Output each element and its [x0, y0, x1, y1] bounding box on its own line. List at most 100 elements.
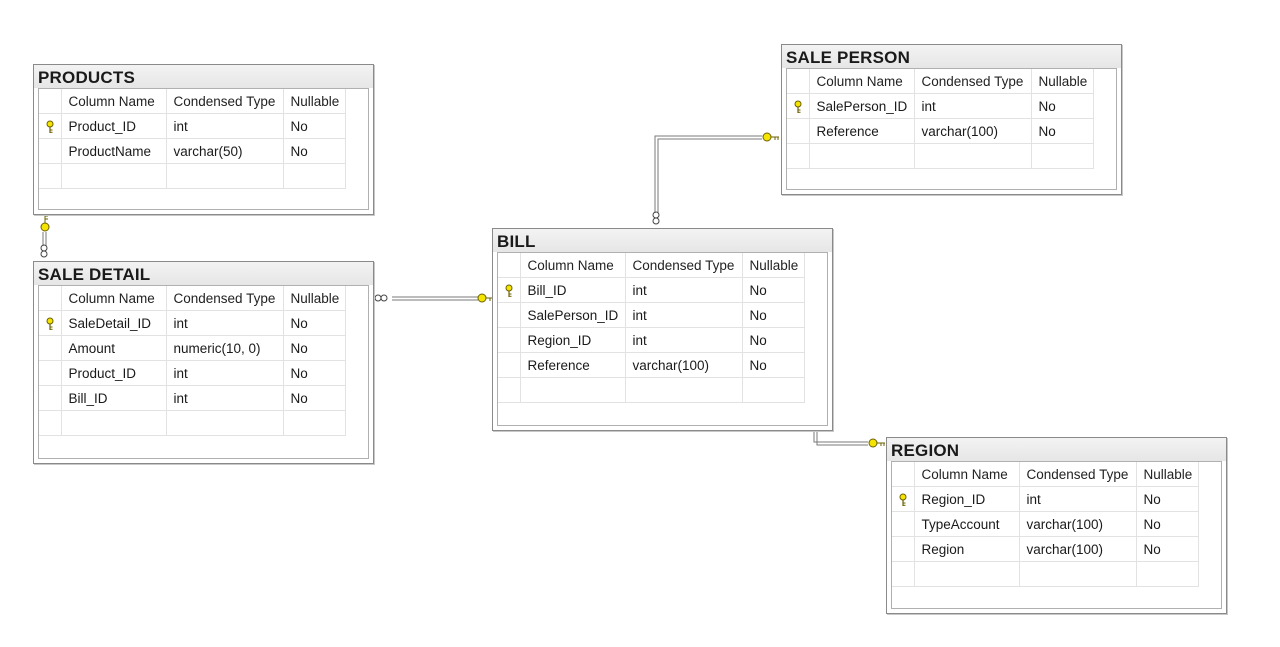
nullable-value: No: [742, 352, 805, 378]
row-selector: [39, 335, 62, 361]
empty-new-row[interactable]: [892, 561, 1199, 587]
empty-cell: [283, 410, 346, 436]
row-selector: [39, 385, 62, 411]
empty-cell: [166, 410, 284, 436]
empty-cell: [1019, 561, 1137, 587]
row-selector: [787, 69, 810, 94]
condensed-type: int: [1019, 486, 1137, 512]
condensed-type-header: Condensed Type: [1019, 462, 1137, 487]
nullable-value: No: [742, 302, 805, 328]
row-selector: [498, 277, 521, 303]
row-selector: [892, 511, 915, 537]
nullable-value: No: [742, 277, 805, 303]
relationship-line-bill-region: [813, 431, 868, 446]
table-title: SALE DETAIL: [34, 262, 373, 285]
nullable-value: No: [283, 310, 346, 336]
column-name: SaleDetail_ID: [61, 310, 167, 336]
empty-cell: [1136, 561, 1199, 587]
relationship-line-saledetail-bill: [392, 296, 478, 301]
row-selector: [498, 352, 521, 378]
empty-cell: [809, 143, 915, 169]
primary-key-icon: [792, 100, 804, 114]
column-name-header: Column Name: [914, 462, 1020, 487]
row-selector: [892, 536, 915, 562]
condensed-type: varchar(100): [1019, 536, 1137, 562]
condensed-type: numeric(10, 0): [166, 335, 284, 361]
nullable-value: No: [1136, 486, 1199, 512]
primary-key-icon: [44, 317, 56, 331]
condensed-type: int: [625, 302, 743, 328]
column-name: Amount: [61, 335, 167, 361]
key-icon: [762, 132, 779, 142]
empty-new-row[interactable]: [39, 163, 346, 189]
nullable-value: No: [1136, 511, 1199, 537]
nullable-header: Nullable: [283, 89, 346, 114]
nullable-value: No: [283, 385, 346, 411]
condensed-type-header: Condensed Type: [914, 69, 1032, 94]
row-selector: [892, 486, 915, 512]
infinity-icon: [374, 294, 388, 302]
row-selector: [787, 93, 810, 119]
column-name: Bill_ID: [61, 385, 167, 411]
row-selector: [892, 462, 915, 487]
empty-new-row[interactable]: [787, 143, 1094, 169]
empty-cell: [520, 377, 626, 403]
column-name: SalePerson_ID: [809, 93, 915, 119]
nullable-value: No: [283, 113, 346, 139]
row-selector: [39, 360, 62, 386]
infinity-icon: [40, 244, 48, 258]
empty-cell: [742, 377, 805, 403]
row-selector: [498, 253, 521, 278]
empty-new-row[interactable]: [39, 410, 346, 436]
empty-cell: [914, 143, 1032, 169]
column-name: SalePerson_ID: [520, 302, 626, 328]
column-name: ProductName: [61, 138, 167, 164]
row-selector: [787, 118, 810, 144]
empty-cell: [61, 410, 167, 436]
empty-cell: [914, 561, 1020, 587]
condensed-type: int: [166, 113, 284, 139]
column-name: Product_ID: [61, 360, 167, 386]
column-name-header: Column Name: [61, 89, 167, 114]
condensed-type: varchar(100): [625, 352, 743, 378]
condensed-type: varchar(50): [166, 138, 284, 164]
nullable-value: No: [742, 327, 805, 353]
table-title: SALE PERSON: [782, 45, 1121, 68]
row-selector: [39, 410, 62, 436]
nullable-value: No: [283, 360, 346, 386]
row-selector: [892, 561, 915, 587]
condensed-type: int: [625, 277, 743, 303]
nullable-value: No: [283, 138, 346, 164]
column-name: Region_ID: [914, 486, 1020, 512]
condensed-type: varchar(100): [1019, 511, 1137, 537]
table-title: REGION: [887, 438, 1226, 461]
empty-new-row[interactable]: [498, 377, 805, 403]
table-title: PRODUCTS: [34, 65, 373, 88]
row-selector: [39, 113, 62, 139]
